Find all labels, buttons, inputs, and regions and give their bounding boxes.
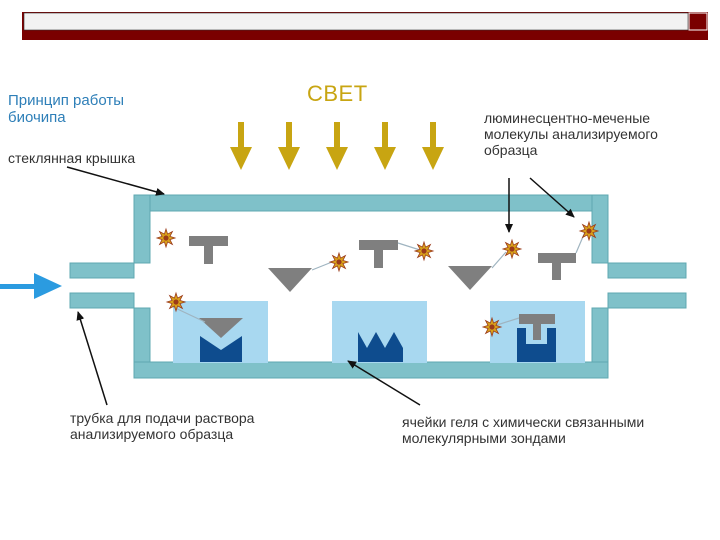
glass-cover-pointer	[66, 166, 165, 196]
title-line: Принцип работы	[8, 92, 124, 109]
probe-shape	[517, 328, 556, 362]
light-arrow-icon	[230, 122, 252, 170]
analyte-molecule	[359, 240, 398, 268]
fluorescent-label-core	[586, 228, 592, 234]
tube-pointer	[76, 311, 108, 406]
chamber-frame	[133, 194, 609, 379]
diagram-title: Принцип работы биочипа	[8, 92, 124, 126]
header-fill	[23, 12, 689, 31]
fluorescent-label-core	[163, 235, 169, 241]
fluorescent-label-core	[509, 246, 515, 252]
fluorescent-label-core	[336, 259, 342, 265]
glass-cover	[133, 194, 609, 212]
probe-shape	[199, 318, 243, 338]
analyte-molecule	[268, 268, 312, 292]
tube-label: трубка для подачи раствора анализируемог…	[70, 410, 254, 442]
chamber-left-wall-upper	[133, 194, 151, 264]
chamber-right-wall-upper	[591, 194, 609, 264]
light-arrow-icon	[326, 122, 348, 170]
analyte-molecule	[189, 236, 228, 264]
probe-shape	[200, 336, 242, 362]
label-line: анализируемого образца	[70, 426, 234, 442]
luminescent-molecules-label: люминесцентно-меченые молекулы анализиру…	[484, 110, 658, 158]
label-line: молекулярными зондами	[402, 430, 566, 446]
gel-cells-pointer	[347, 360, 421, 406]
slide-header-bar	[22, 12, 708, 40]
inlet-tube	[69, 262, 135, 309]
sample-inlet-arrow-icon	[0, 273, 62, 299]
probe-shape	[358, 332, 403, 362]
header-corner-square	[688, 12, 708, 31]
glass-cover-label: стеклянная крышка	[8, 150, 136, 166]
fluorescent-label-core	[489, 324, 495, 330]
analyte-molecule	[448, 266, 492, 290]
label-line: ячейки геля с химически связанными	[402, 414, 645, 430]
analyte-molecule	[538, 253, 576, 280]
outlet-tube	[607, 262, 687, 309]
gel-cells-label: ячейки геля с химически связанными молек…	[402, 414, 644, 446]
label-line: люминесцентно-меченые	[484, 110, 651, 126]
light-arrow-icon	[278, 122, 300, 170]
title-line: биочипа	[8, 109, 66, 126]
label-line: образца	[484, 142, 538, 158]
light-arrow-icon	[374, 122, 396, 170]
probe-shape	[519, 314, 555, 340]
label-line: молекулы анализируемого	[484, 126, 658, 142]
label-line: трубка для подачи раствора	[70, 410, 255, 426]
gel-cell-2	[332, 301, 427, 363]
gel-cell-1	[173, 301, 268, 363]
luminescent-labels	[155, 220, 600, 338]
fluorescent-label-core	[421, 248, 427, 254]
light-arrow-icon	[422, 122, 444, 170]
luminescent-pointer	[529, 177, 575, 218]
gel-cell-3	[490, 301, 585, 363]
light-label: СВЕТ	[307, 81, 368, 106]
light-arrows	[230, 122, 444, 170]
fluorescent-label-core	[173, 299, 179, 305]
